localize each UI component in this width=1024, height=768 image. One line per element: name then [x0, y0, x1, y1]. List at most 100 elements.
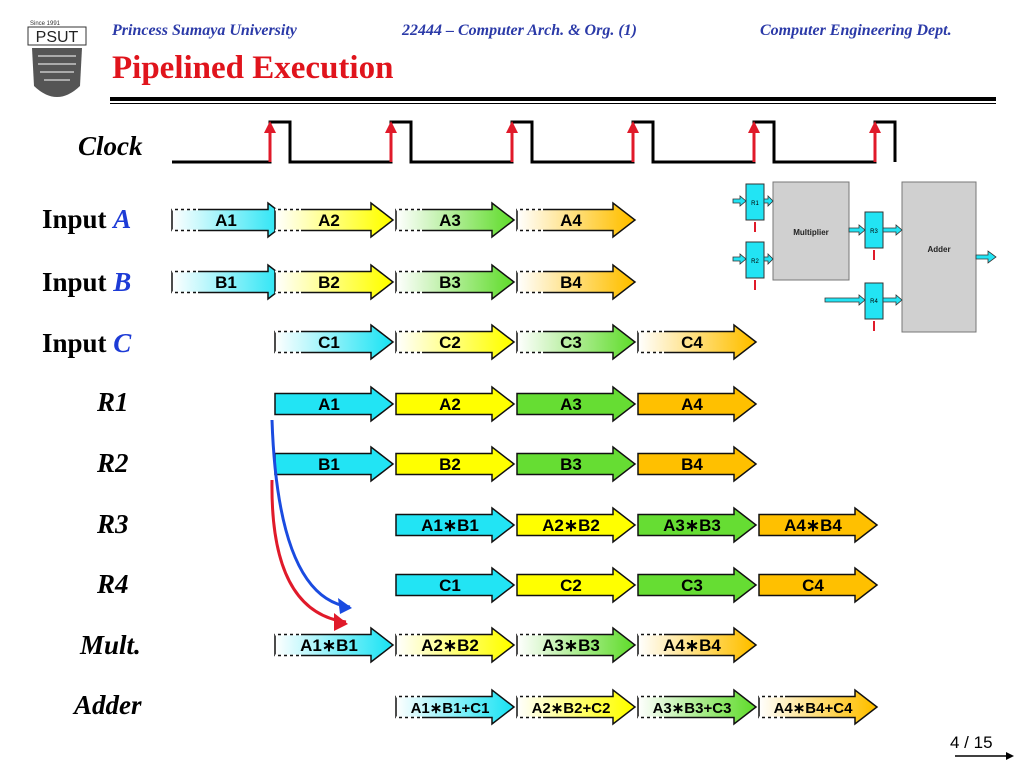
logo-text: PSUT [36, 29, 79, 46]
pipeline-stage-mult: A4∗B4 [637, 626, 758, 664]
pipeline-stage-mult: A3∗B3 [516, 626, 637, 664]
pipeline-stage-label: C3 [560, 333, 582, 352]
pipeline-stage-label: C3 [681, 576, 703, 595]
pipeline-stage-r4: C2 [516, 566, 637, 604]
clock-edge-arrowhead [627, 121, 639, 133]
pipeline-stage-label: C1 [439, 576, 461, 595]
pipeline-stage-label: B2 [318, 273, 340, 292]
pipeline-stage-adder: A3∗B3+C3 [637, 688, 758, 726]
r1-to-mult-arrow [270, 419, 351, 609]
pipeline-stage-input-c: C1 [274, 323, 395, 361]
clock-edge-arrowhead [385, 121, 397, 133]
pipeline-stage-label: A3∗B3 [542, 636, 600, 655]
pipeline-stage-label: A2 [439, 395, 461, 414]
pipeline-stage-input-c: C3 [516, 323, 637, 361]
pipeline-stage-input-a: A3 [395, 201, 516, 239]
logo-since: Since 1991 [30, 21, 61, 27]
pipeline-stage-label: A3∗B3+C3 [653, 700, 732, 717]
pipeline-stage-input-a: A4 [516, 201, 637, 239]
pipeline-stage-r3: A4∗B4 [758, 506, 879, 544]
pipeline-stage-r3: A1∗B1 [395, 506, 516, 544]
label-r2: R2 [97, 448, 129, 478]
pipeline-stage-r2: B2 [395, 445, 516, 483]
header-rule-thin [110, 103, 996, 104]
pipeline-stage-label: B3 [560, 455, 582, 474]
label-input-b: Input B [42, 267, 132, 297]
clock-edge-arrowhead [748, 121, 760, 133]
pipeline-stage-mult: A2∗B2 [395, 626, 516, 664]
pipeline-stage-input-b: B2 [274, 263, 395, 301]
pipeline-stage-r2: B1 [274, 445, 395, 483]
pipeline-stage-r3: A3∗B3 [637, 506, 758, 544]
clock-edge-arrowhead [869, 121, 881, 133]
pipeline-stage-r3: A2∗B2 [516, 506, 637, 544]
slide-title: Pipelined Execution [112, 50, 394, 86]
pipeline-stage-label: A4∗B4 [784, 516, 842, 535]
pipeline-stage-input-b: B4 [516, 263, 637, 301]
pipeline-stage-label: A2∗B2 [421, 636, 479, 655]
pipeline-stage-label: A4∗B4+C4 [774, 700, 854, 717]
page-arrowhead [1006, 752, 1014, 760]
adder-block-label: Adder [927, 245, 950, 254]
pipeline-stage-label: C2 [439, 333, 461, 352]
label-r3: R3 [97, 509, 129, 539]
pipeline-stage-mult: A1∗B1 [274, 626, 395, 664]
pipeline-stage-r2: B4 [637, 445, 758, 483]
pipeline-stage-label: A1∗B1+C1 [411, 700, 490, 717]
dp-r4-label: R4 [870, 299, 878, 305]
r2-to-mult-arrowhead [334, 613, 348, 631]
label-r4: R4 [97, 569, 129, 599]
pipeline-stage-label: A4 [560, 211, 582, 230]
pipeline-stage-label: A4∗B4 [663, 636, 721, 655]
pipeline-stage-label: B4 [560, 273, 582, 292]
pipeline-stage-label: A1∗B1 [300, 636, 358, 655]
dp-r3-label: R3 [870, 229, 878, 235]
pipeline-stage-label: A2∗B2+C2 [532, 700, 611, 717]
pipeline-stage-r2: B3 [516, 445, 637, 483]
pipeline-stage-label: B4 [681, 455, 703, 474]
pipeline-stage-label: C4 [681, 333, 703, 352]
pipeline-stage-label: C1 [318, 333, 340, 352]
pipeline-stage-input-a: A1 [171, 201, 292, 239]
pipeline-stage-input-c: C2 [395, 323, 516, 361]
pipeline-stage-label: A2 [318, 211, 340, 230]
course-title: 22444 – Computer Arch. & Org. (1) [402, 22, 637, 39]
r2-to-mult-arrow [270, 479, 347, 624]
department-name: Computer Engineering Dept. [760, 22, 952, 39]
dp-r1-label: R1 [751, 201, 759, 207]
label-input-c: Input C [42, 328, 132, 358]
clock-waveform [172, 120, 897, 164]
multiplier-label: Multiplier [793, 228, 829, 237]
pipeline-stage-adder: A1∗B1+C1 [395, 688, 516, 726]
pipeline-stage-label: B1 [318, 455, 340, 474]
pipeline-stage-r1: A2 [395, 385, 516, 423]
pipeline-stage-r1: A1 [274, 385, 395, 423]
label-adder: Adder [74, 690, 142, 720]
pipeline-stage-r4: C4 [758, 566, 879, 604]
pipeline-stage-r4: C3 [637, 566, 758, 604]
pipeline-stage-label: A1 [318, 395, 340, 414]
psut-logo: Since 1991 PSUT [27, 21, 87, 97]
pipeline-stage-label: A2∗B2 [542, 516, 600, 535]
label-clock: Clock [78, 131, 143, 161]
university-name: Princess Sumaya University [112, 22, 297, 39]
pipeline-stage-label: B3 [439, 273, 461, 292]
pipeline-stage-label: A3 [439, 211, 461, 230]
pipeline-stage-label: B2 [439, 455, 461, 474]
label-input-a: Input A [42, 204, 132, 234]
pipeline-stage-input-b: B1 [171, 263, 292, 301]
label-r1: R1 [97, 387, 129, 417]
pipeline-stage-adder: A2∗B2+C2 [516, 688, 637, 726]
pipeline-stage-label: A1 [215, 211, 237, 230]
pipeline-stage-r1: A4 [637, 385, 758, 423]
clock-edge-arrowhead [506, 121, 518, 133]
pipeline-stage-input-a: A2 [274, 201, 395, 239]
pipeline-stage-label: A3 [560, 395, 582, 414]
datapath-diagram: Multiplier Adder R1 R2 R3 R4 [732, 181, 997, 333]
page-number: 4 / 15 [950, 733, 993, 752]
header-rule-thick [110, 97, 996, 101]
pipeline-stage-label: C2 [560, 576, 582, 595]
pipeline-stage-label: A3∗B3 [663, 516, 721, 535]
r1-to-mult-arrowhead [338, 598, 352, 614]
